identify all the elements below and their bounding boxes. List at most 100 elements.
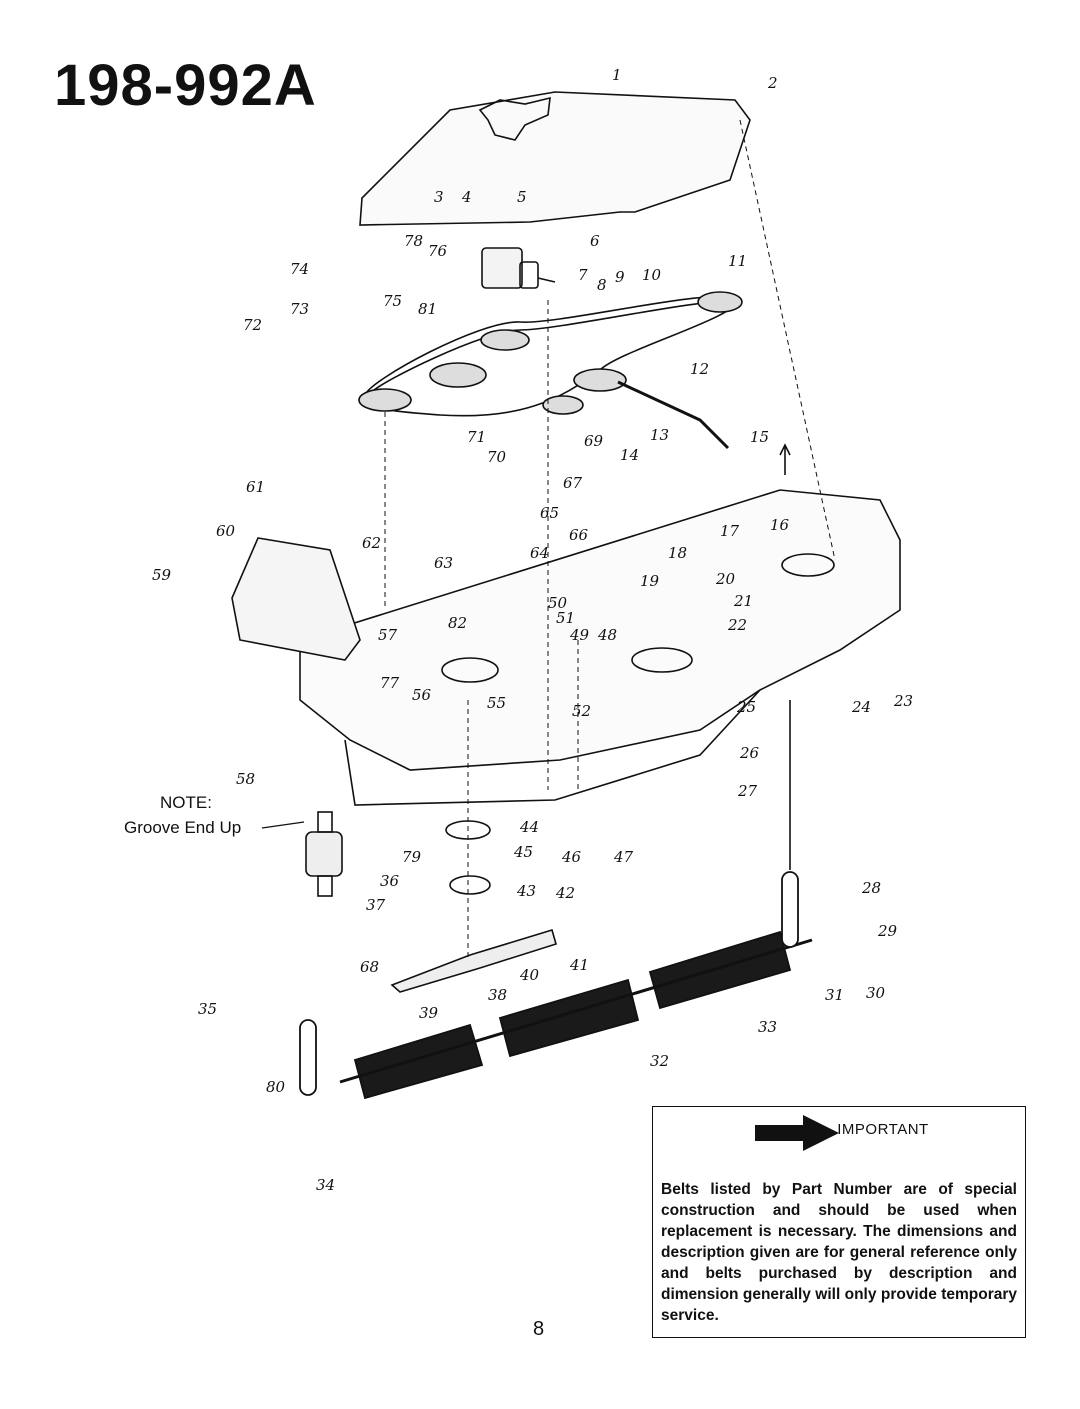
part-label-64: 64 (530, 544, 549, 562)
part-label-75: 75 (383, 292, 402, 310)
part-label-23: 23 (893, 692, 913, 710)
note-label: NOTE: (160, 793, 212, 812)
part-label-7: 7 (578, 266, 588, 284)
part-label-9: 9 (615, 268, 625, 286)
part-label-45: 45 (513, 843, 533, 861)
note-text: Groove End Up (124, 818, 241, 837)
part-label-40: 40 (519, 966, 540, 984)
part-label-16: 16 (770, 516, 790, 534)
part-label-10: 10 (642, 266, 662, 284)
part-label-43: 43 (516, 882, 536, 900)
part-label-52: 52 (572, 702, 591, 720)
part-label-19: 19 (640, 572, 660, 590)
part-label-2: 2 (767, 74, 778, 92)
part-label-18: 18 (668, 544, 687, 562)
mower-blade (390, 928, 557, 993)
part-label-59: 59 (152, 566, 172, 584)
part-label-12: 12 (690, 360, 709, 378)
page-number: 8 (533, 1318, 545, 1340)
part-label-78: 78 (404, 232, 423, 250)
important-heading: IMPORTANT (837, 1121, 929, 1138)
part-label-42: 42 (555, 884, 575, 902)
part-label-30: 30 (866, 984, 886, 1002)
belt-left (364, 295, 736, 417)
part-label-32: 32 (650, 1052, 669, 1070)
part-label-81: 81 (418, 300, 437, 318)
part-label-76: 76 (428, 242, 448, 260)
pulley (429, 362, 487, 388)
pulley (697, 291, 743, 313)
part-label-67: 67 (563, 474, 583, 492)
part-label-73: 73 (290, 300, 309, 318)
part-label-31: 31 (825, 986, 844, 1004)
part-label-15: 15 (750, 428, 769, 446)
part-label-74: 74 (290, 260, 309, 278)
deck-spindle (631, 647, 693, 673)
part-label-66: 66 (569, 526, 589, 544)
part-label-71: 71 (467, 428, 486, 446)
important-body: Belts listed by Part Number are of speci… (661, 1181, 1017, 1324)
part-label-49: 49 (569, 626, 590, 644)
part-label-79: 79 (402, 848, 422, 866)
part-label-26: 26 (739, 744, 760, 762)
part-label-46: 46 (561, 848, 582, 866)
pulley (573, 368, 627, 392)
part-label-70: 70 (487, 448, 507, 466)
part-label-4: 4 (461, 188, 472, 206)
part-label-55: 55 (487, 694, 506, 712)
part-label-72: 72 (243, 316, 262, 334)
discharge-chute (231, 537, 361, 661)
part-label-6: 6 (590, 232, 600, 250)
part-label-22: 22 (727, 616, 747, 634)
part-label-60: 60 (216, 522, 236, 540)
part-label-1: 1 (612, 66, 622, 84)
deck-spindle (781, 553, 835, 577)
roller-assembly (299, 871, 813, 1100)
part-label-47: 47 (613, 848, 634, 866)
part-label-35: 35 (198, 1000, 217, 1018)
pulley (480, 329, 530, 351)
deck-cover (359, 91, 751, 226)
part-label-3: 3 (434, 188, 444, 206)
part-label-8: 8 (597, 276, 607, 294)
part-label-50: 50 (548, 594, 568, 612)
part-label-58: 58 (236, 770, 255, 788)
part-label-5: 5 (517, 188, 527, 206)
part-label-27: 27 (737, 782, 758, 800)
part-label-29: 29 (877, 922, 898, 940)
part-label-61: 61 (246, 478, 265, 496)
part-label-62: 62 (362, 534, 381, 552)
part-label-48: 48 (597, 626, 617, 644)
part-label-51: 51 (556, 609, 575, 627)
part-label-68: 68 (360, 958, 379, 976)
part-label-77: 77 (380, 674, 400, 692)
part-label-57: 57 (378, 626, 398, 644)
part-label-37: 37 (366, 896, 386, 914)
arrow-icon (755, 1115, 839, 1151)
part-label-11: 11 (728, 252, 747, 270)
part-label-25: 25 (736, 698, 756, 716)
part-label-82: 82 (448, 614, 467, 632)
part-label-17: 17 (720, 522, 740, 540)
gearbox (481, 247, 556, 289)
part-label-44: 44 (519, 818, 539, 836)
part-label-80: 80 (266, 1078, 286, 1096)
part-label-13: 13 (650, 426, 669, 444)
part-label-56: 56 (412, 686, 432, 704)
part-label-33: 33 (758, 1018, 777, 1036)
spindle-insert (305, 831, 343, 877)
part-label-69: 69 (584, 432, 604, 450)
part-label-38: 38 (488, 986, 507, 1004)
part-label-20: 20 (715, 570, 736, 588)
deck-spindle (441, 657, 499, 683)
part-label-41: 41 (569, 956, 589, 974)
part-label-39: 39 (419, 1004, 439, 1022)
part-label-65: 65 (540, 504, 559, 522)
important-notice: IMPORTANT Belts listed by Part Number ar… (652, 1106, 1026, 1338)
part-label-24: 24 (851, 698, 871, 716)
part-label-34: 34 (316, 1176, 335, 1194)
pulley (358, 388, 412, 412)
part-label-21: 21 (733, 592, 753, 610)
pulley (542, 395, 584, 415)
